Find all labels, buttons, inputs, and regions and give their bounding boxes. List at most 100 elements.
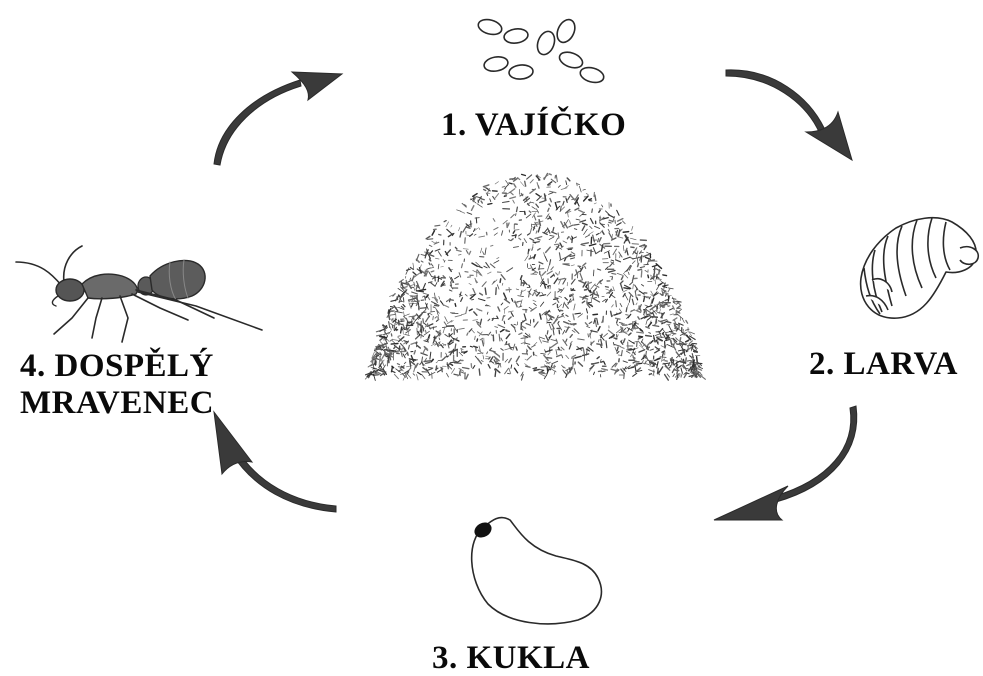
anthill-speck: [646, 320, 647, 324]
anthill-speck: [549, 324, 551, 330]
anthill-speck: [602, 205, 603, 207]
anthill-speck: [609, 252, 610, 257]
anthill-speck: [430, 282, 435, 286]
anthill-speck: [601, 361, 603, 362]
anthill-speck: [480, 248, 481, 253]
anthill-speck: [626, 308, 627, 312]
anthill-speck: [570, 335, 572, 338]
anthill-speck: [617, 347, 618, 350]
anthill-speck: [562, 313, 563, 315]
anthill-speck: [407, 321, 408, 328]
anthill-speck: [515, 214, 516, 216]
anthill-speck: [555, 298, 558, 299]
anthill-speck: [428, 367, 433, 368]
anthill-speck: [420, 268, 422, 274]
anthill-speck: [569, 344, 571, 349]
anthill-speck: [482, 340, 483, 346]
anthill-speck: [633, 284, 634, 289]
anthill-speck: [620, 281, 623, 284]
anthill-speck: [498, 307, 500, 311]
anthill-speck: [517, 178, 519, 180]
anthill-speck: [392, 371, 395, 372]
anthill-speck: [424, 361, 431, 362]
anthill-speck: [686, 329, 690, 330]
anthill-speck: [645, 257, 650, 259]
anthill-speck: [556, 175, 557, 182]
anthill-speck: [595, 320, 596, 326]
anthill-speck: [477, 204, 482, 208]
anthill-speck: [479, 266, 483, 267]
anthill-speck: [616, 260, 621, 262]
anthill-speck: [694, 372, 695, 374]
anthill-speck: [441, 345, 443, 348]
anthill-speck: [682, 319, 684, 323]
anthill-speck: [568, 197, 570, 200]
anthill-speck: [621, 351, 622, 356]
anthill-speck: [668, 296, 669, 301]
anthill-speck: [670, 308, 674, 310]
anthill-speck: [637, 311, 641, 313]
anthill-speck: [425, 358, 427, 360]
anthill-speck: [672, 334, 675, 336]
anthill-speck: [509, 368, 511, 374]
anthill-speck: [640, 247, 643, 248]
anthill-speck: [490, 348, 492, 350]
anthill-speck: [590, 226, 592, 228]
anthill-speck: [549, 237, 554, 240]
anthill-speck: [525, 181, 526, 186]
anthill-speck: [407, 366, 413, 367]
anthill-speck: [505, 299, 510, 303]
stage-label-egg: 1. VAJÍČKO: [441, 107, 626, 143]
anthill-speck: [628, 367, 633, 368]
anthill-speck: [503, 201, 509, 202]
anthill-speck: [445, 317, 448, 322]
anthill-speck: [627, 351, 631, 353]
anthill-speck: [657, 274, 658, 279]
anthill-speck: [566, 355, 569, 358]
anthill-speck: [639, 336, 643, 337]
anthill-speck: [550, 260, 551, 265]
anthill-speck: [435, 249, 440, 251]
anthill-speck: [646, 309, 647, 314]
anthill-speck: [515, 368, 518, 373]
anthill-speck: [517, 301, 521, 302]
anthill-speck: [435, 305, 439, 306]
anthill-speck: [544, 282, 546, 288]
anthill-speck: [582, 226, 585, 231]
anthill-speck: [642, 361, 643, 363]
anthill-speck: [481, 199, 484, 200]
anthill-speck: [623, 290, 627, 292]
anthill-speck: [672, 299, 676, 300]
anthill-speck: [597, 357, 599, 359]
anthill-speck: [463, 368, 469, 369]
anthill-speck: [421, 353, 427, 355]
anthill-speck: [665, 300, 668, 301]
anthill-speck: [404, 362, 406, 364]
anthill-speck: [460, 373, 461, 376]
anthill-speck: [577, 348, 583, 350]
anthill-speck: [623, 246, 624, 251]
anthill-speck: [630, 282, 633, 285]
anthill-speck: [402, 348, 403, 350]
anthill-speck: [434, 293, 435, 298]
anthill-speck: [410, 361, 411, 365]
anthill-speck: [552, 232, 557, 234]
anthill-speck: [649, 333, 651, 334]
anthill-speck: [556, 350, 557, 355]
anthill-speck: [621, 347, 625, 349]
anthill-speck: [435, 225, 440, 226]
anthill-speck: [625, 294, 628, 300]
anthill-speck: [469, 309, 472, 311]
anthill-speck: [470, 346, 472, 347]
anthill-speck: [609, 233, 612, 239]
anthill-speck: [556, 238, 558, 242]
anthill-speck: [602, 231, 604, 234]
anthill-speck: [459, 328, 465, 329]
anthill-speck: [429, 272, 431, 276]
anthill-speck: [590, 244, 596, 246]
anthill-speck: [550, 286, 551, 289]
anthill-speck: [574, 304, 575, 310]
anthill-speck: [544, 253, 545, 257]
anthill-speck: [551, 267, 554, 270]
anthill-speck: [657, 279, 662, 280]
